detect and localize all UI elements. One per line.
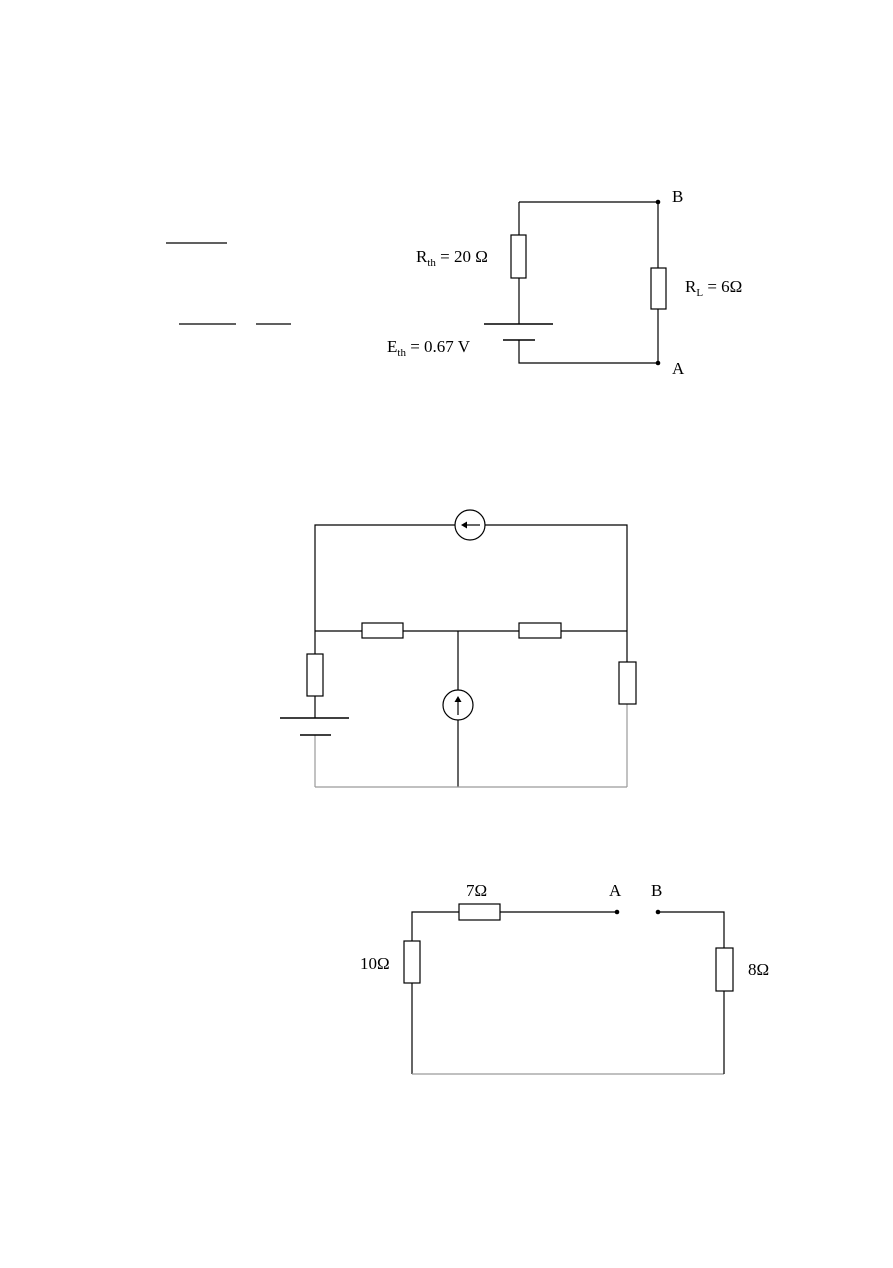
fraction-bars <box>166 242 291 325</box>
resistor-rth <box>510 234 527 279</box>
source-network-circuit <box>280 509 637 788</box>
wire-top-right <box>658 911 725 948</box>
arrow-left-icon <box>461 521 467 529</box>
rth-label: Rth = 20 Ω <box>416 247 488 269</box>
resistor-left <box>306 653 324 697</box>
resistor-rl <box>650 267 667 310</box>
resistor-10 <box>403 940 421 984</box>
r10-label: 10Ω <box>360 954 390 973</box>
node-b-label: B <box>651 881 662 900</box>
resistor-mid-left <box>361 622 404 639</box>
resistor-mid-right <box>518 622 562 639</box>
thevenin-circuit: Rth = 20 Ω Eth = 0.67 V RL = 6Ω B A <box>387 187 742 378</box>
current-source-top <box>454 509 486 541</box>
resistor-8 <box>715 947 734 992</box>
rl-label: RL = 6Ω <box>685 277 742 299</box>
resistor-7 <box>458 903 501 921</box>
node-a-label: A <box>672 359 685 378</box>
eth-label: Eth = 0.67 V <box>387 337 471 359</box>
resistor-right <box>618 661 637 705</box>
current-source-center <box>442 689 474 721</box>
r7-label: 7Ω <box>466 881 487 900</box>
node-a-label: A <box>609 881 622 900</box>
resistance-circuit: 7Ω 10Ω 8Ω A B <box>360 881 769 1075</box>
wire-top-right <box>485 524 628 662</box>
wire-bottom <box>518 309 659 364</box>
node-b-label: B <box>672 187 683 206</box>
wire-top-left <box>314 524 455 631</box>
r8-label: 8Ω <box>748 960 769 979</box>
node-b-dot <box>655 909 661 915</box>
arrow-up-icon <box>454 696 462 702</box>
node-b-dot <box>655 199 661 205</box>
node-a-dot <box>655 360 661 366</box>
wire-top-left <box>411 911 459 941</box>
wire-top <box>519 201 659 268</box>
node-a-dot <box>614 909 620 915</box>
